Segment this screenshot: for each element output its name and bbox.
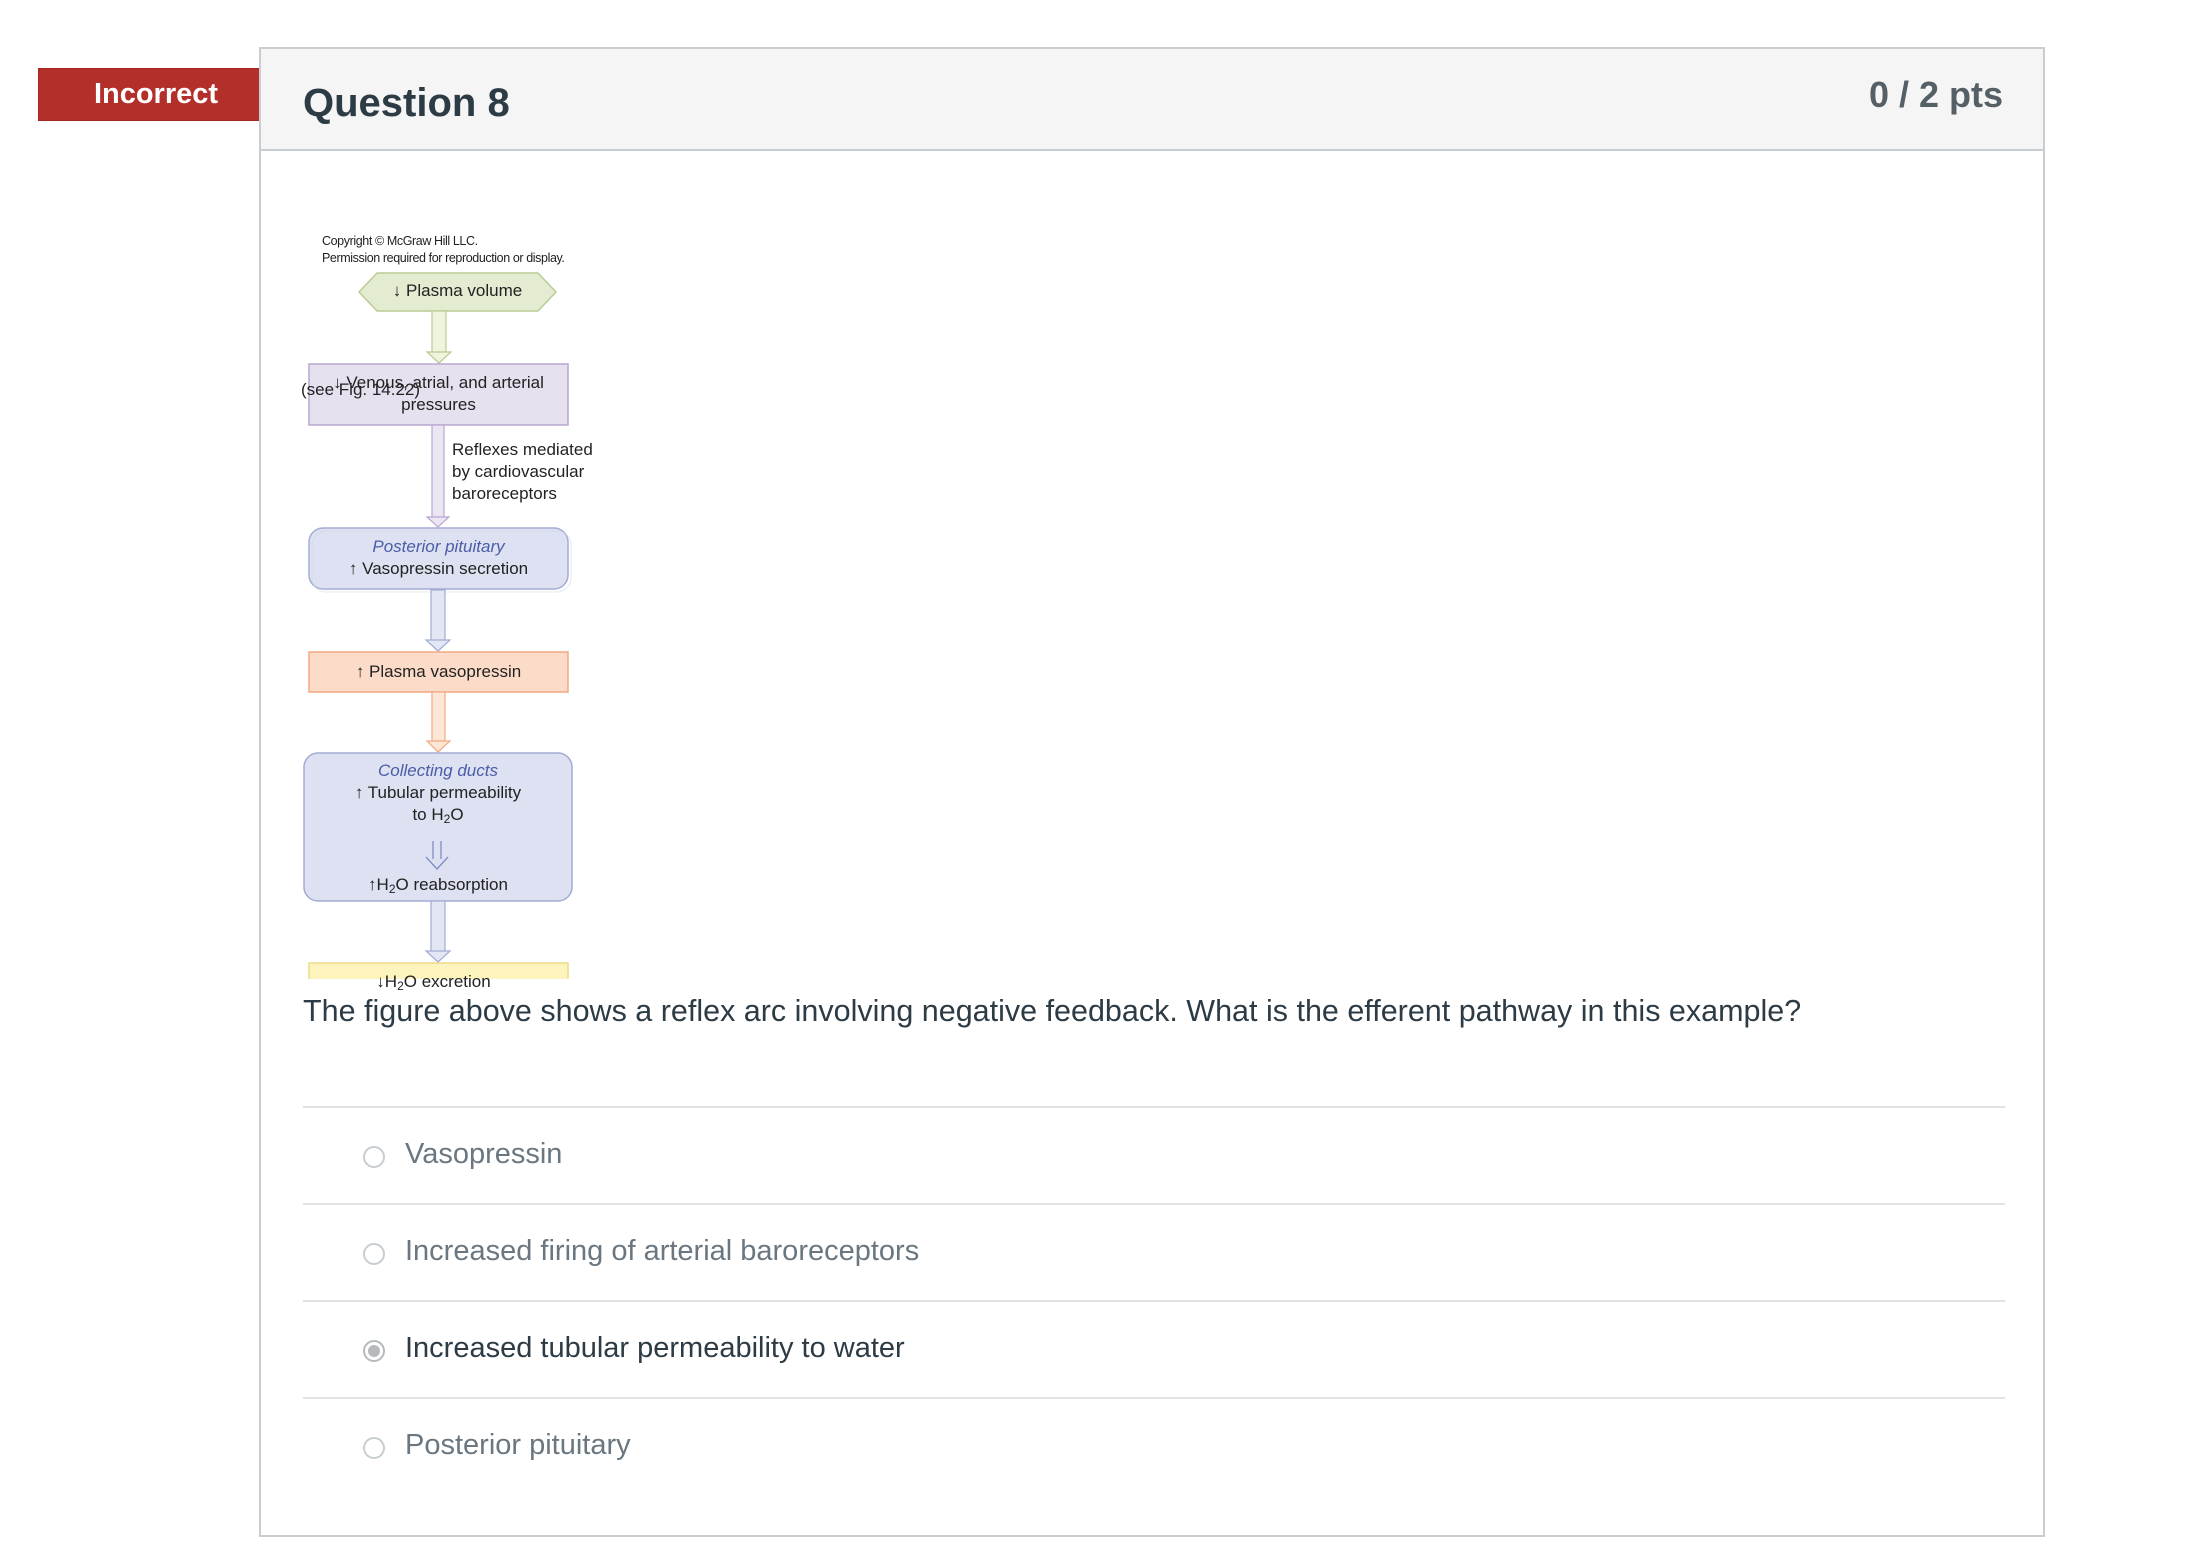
radio-button[interactable]	[363, 1437, 385, 1459]
question-card: Question 8 0 / 2 pts Copyright © McGraw …	[259, 47, 2045, 1537]
radio-button[interactable]	[363, 1243, 385, 1265]
ducts-line-2-prefix: to H	[412, 805, 444, 824]
answer-label[interactable]: Increased firing of arterial barorecepto…	[405, 1235, 920, 1267]
plasma-volume-label: ↓ Plasma volume	[392, 281, 523, 300]
reflex-line-1: Reflexes mediated	[452, 440, 593, 459]
copyright-line-2: Permission required for reproduction or …	[322, 251, 565, 265]
pituitary-label: Posterior pituitary ↑ Vasopressin secret…	[309, 536, 568, 580]
answer-label[interactable]: Increased tubular permeability to water	[405, 1332, 905, 1364]
pressures-line-2: pressures	[401, 395, 476, 414]
question-header: Question 8 0 / 2 pts	[261, 49, 2043, 151]
reabsorption-suffix: O reabsorption	[395, 875, 508, 894]
pituitary-title: Posterior pituitary	[372, 537, 505, 556]
ducts-line-2-suffix: O	[450, 805, 464, 824]
answer-label[interactable]: Vasopressin	[405, 1138, 563, 1170]
question-points: 0 / 2 pts	[1868, 74, 2003, 115]
ducts-line-1: ↑ Tubular permeability	[354, 783, 522, 802]
question-text: The figure above shows a reflex arc invo…	[303, 994, 1802, 1028]
plasma-volume-shape	[357, 272, 558, 312]
radio-button[interactable]	[363, 1146, 385, 1168]
pressures-label: ↓ Venous, atrial, and arterial pressures	[309, 372, 568, 416]
reabsorption-label: ↑H2O reabsorption	[304, 874, 572, 900]
pressures-line-1: ↓ Venous, atrial, and arterial	[333, 373, 544, 392]
incorrect-ribbon: Incorrect	[38, 68, 294, 121]
excretion-shape	[308, 962, 569, 979]
reabsorption-prefix: ↑H	[368, 875, 389, 894]
ribbon-label: Incorrect	[93, 78, 219, 110]
copyright-line-1: Copyright © McGraw Hill LLC.	[322, 234, 478, 248]
excretion-suffix: O excretion	[403, 972, 491, 991]
pituitary-shape	[308, 527, 569, 590]
answer-option-selected[interactable]: Increased tubular permeability to water	[303, 1300, 2005, 1397]
answer-option[interactable]: Posterior pituitary	[303, 1397, 2005, 1494]
answer-option[interactable]: Vasopressin	[303, 1106, 2005, 1203]
question-title: Question 8	[303, 81, 510, 125]
excretion-sub: 2	[397, 979, 404, 993]
ducts-line-2: to H2O	[304, 804, 572, 830]
ducts-line-2-sub: 2	[443, 812, 451, 826]
pressures-shape	[308, 363, 569, 426]
reflex-line-3: baroreceptors	[452, 484, 557, 503]
reflex-label: Reflexes mediated by cardiovascular baro…	[452, 439, 593, 505]
reflex-arc-figure: Copyright © McGraw Hill LLC. Permission …	[301, 219, 631, 993]
vasopressin-shape	[308, 651, 569, 693]
answer-list: Vasopressin Increased firing of arterial…	[303, 1106, 2005, 1494]
ducts-label: Collecting ducts ↑ Tubular permeability …	[304, 760, 572, 830]
answer-option[interactable]: Increased firing of arterial barorecepto…	[303, 1203, 2005, 1300]
figure-arrows	[303, 272, 573, 979]
answer-label[interactable]: Posterior pituitary	[405, 1429, 631, 1461]
see-fig-label: (see Fig. 14.22)	[301, 380, 421, 399]
ducts-title: Collecting ducts	[377, 761, 498, 780]
excretion-label: ↓H2O excretion	[309, 971, 558, 997]
radio-button-selected[interactable]	[363, 1340, 385, 1362]
pituitary-text: ↑ Vasopressin secretion	[348, 559, 529, 578]
excretion-prefix: ↓H	[376, 972, 398, 991]
copyright-notice: Copyright © McGraw Hill LLC. Permission …	[322, 233, 565, 267]
reflex-line-2: by cardiovascular	[452, 462, 585, 481]
plasma-vasopressin-label: ↑ Plasma vasopressin	[355, 662, 522, 681]
reabsorption-sub: 2	[388, 882, 396, 896]
